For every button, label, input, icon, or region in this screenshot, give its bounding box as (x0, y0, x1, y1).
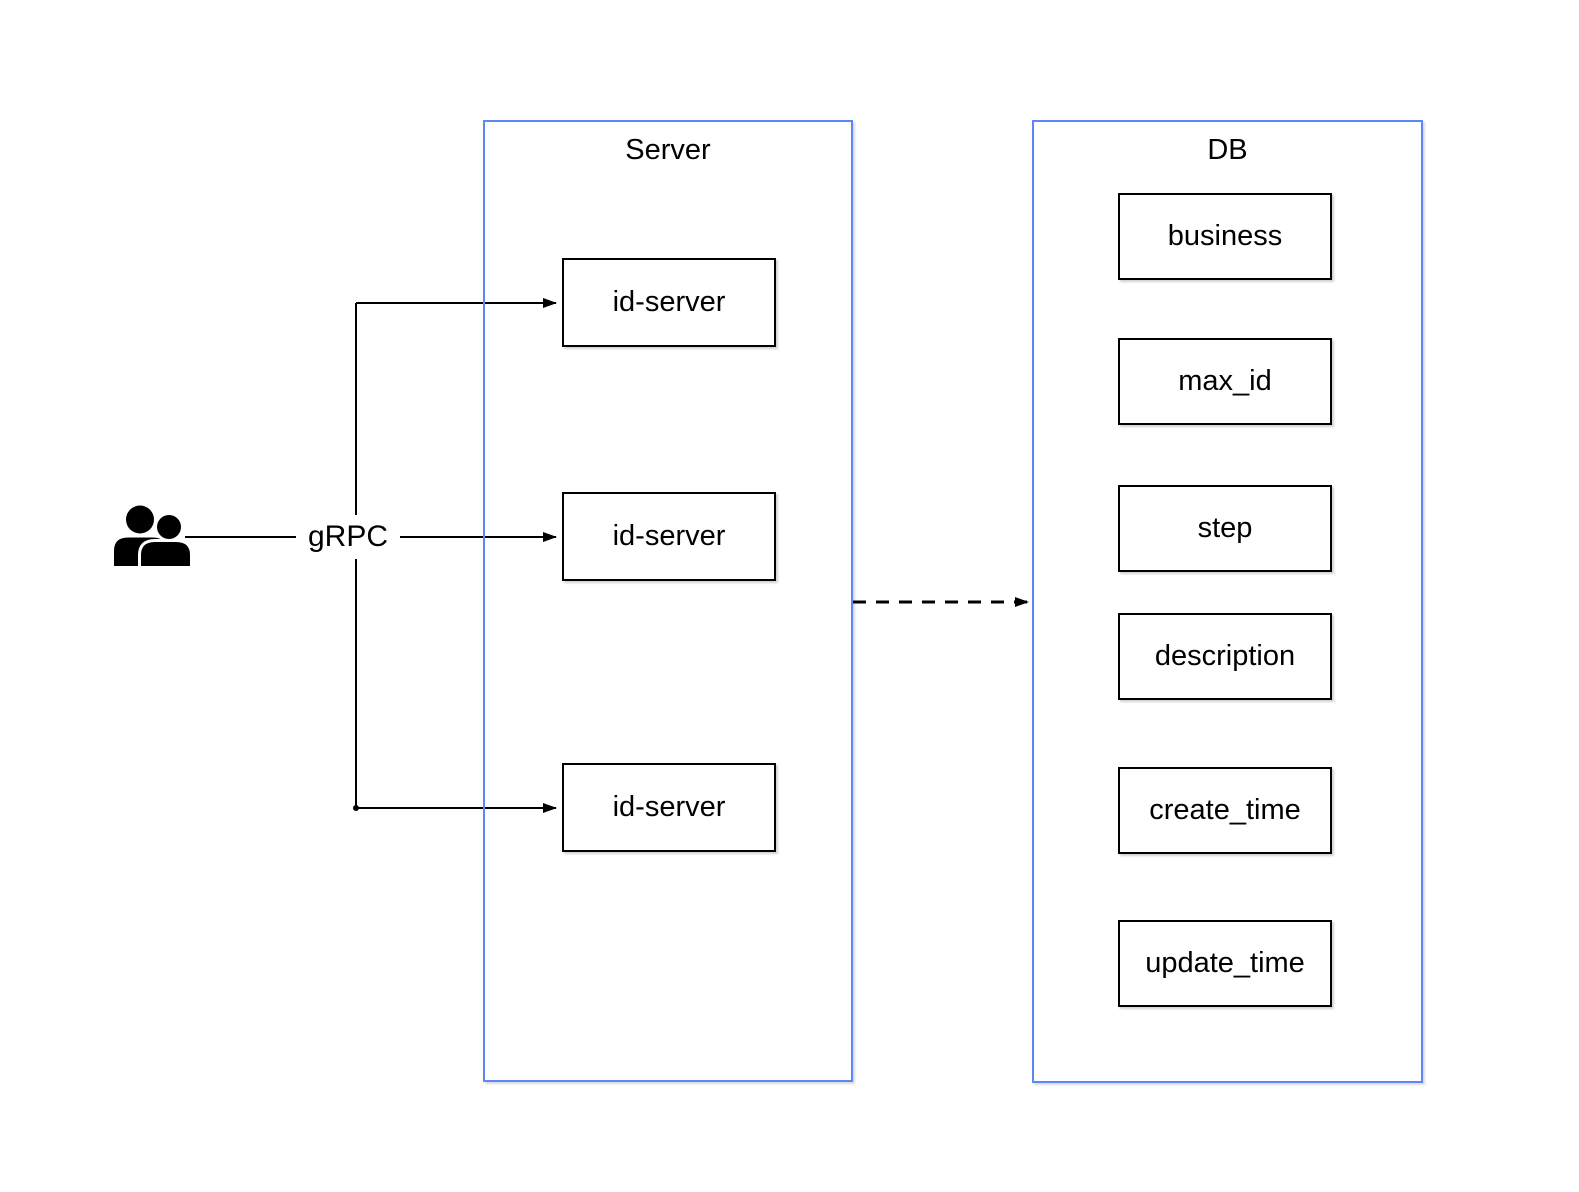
grpc-edge-label: gRPC (296, 515, 400, 559)
db-field-step: step (1118, 485, 1332, 572)
db-field-description: description (1118, 613, 1332, 700)
id-server-node-top: id-server (562, 258, 776, 347)
db-field-business: business (1118, 193, 1332, 280)
db-field-update-time: update_time (1118, 920, 1332, 1007)
branch-joint-dot (353, 805, 359, 811)
server-container: Server (483, 120, 853, 1082)
db-field-create-time: create_time (1118, 767, 1332, 854)
users-icon (114, 505, 190, 568)
id-server-node-middle: id-server (562, 492, 776, 581)
db-container-title: DB (1207, 134, 1248, 166)
server-container-title: Server (625, 134, 711, 166)
db-field-max-id: max_id (1118, 338, 1332, 425)
id-server-node-bottom: id-server (562, 763, 776, 852)
